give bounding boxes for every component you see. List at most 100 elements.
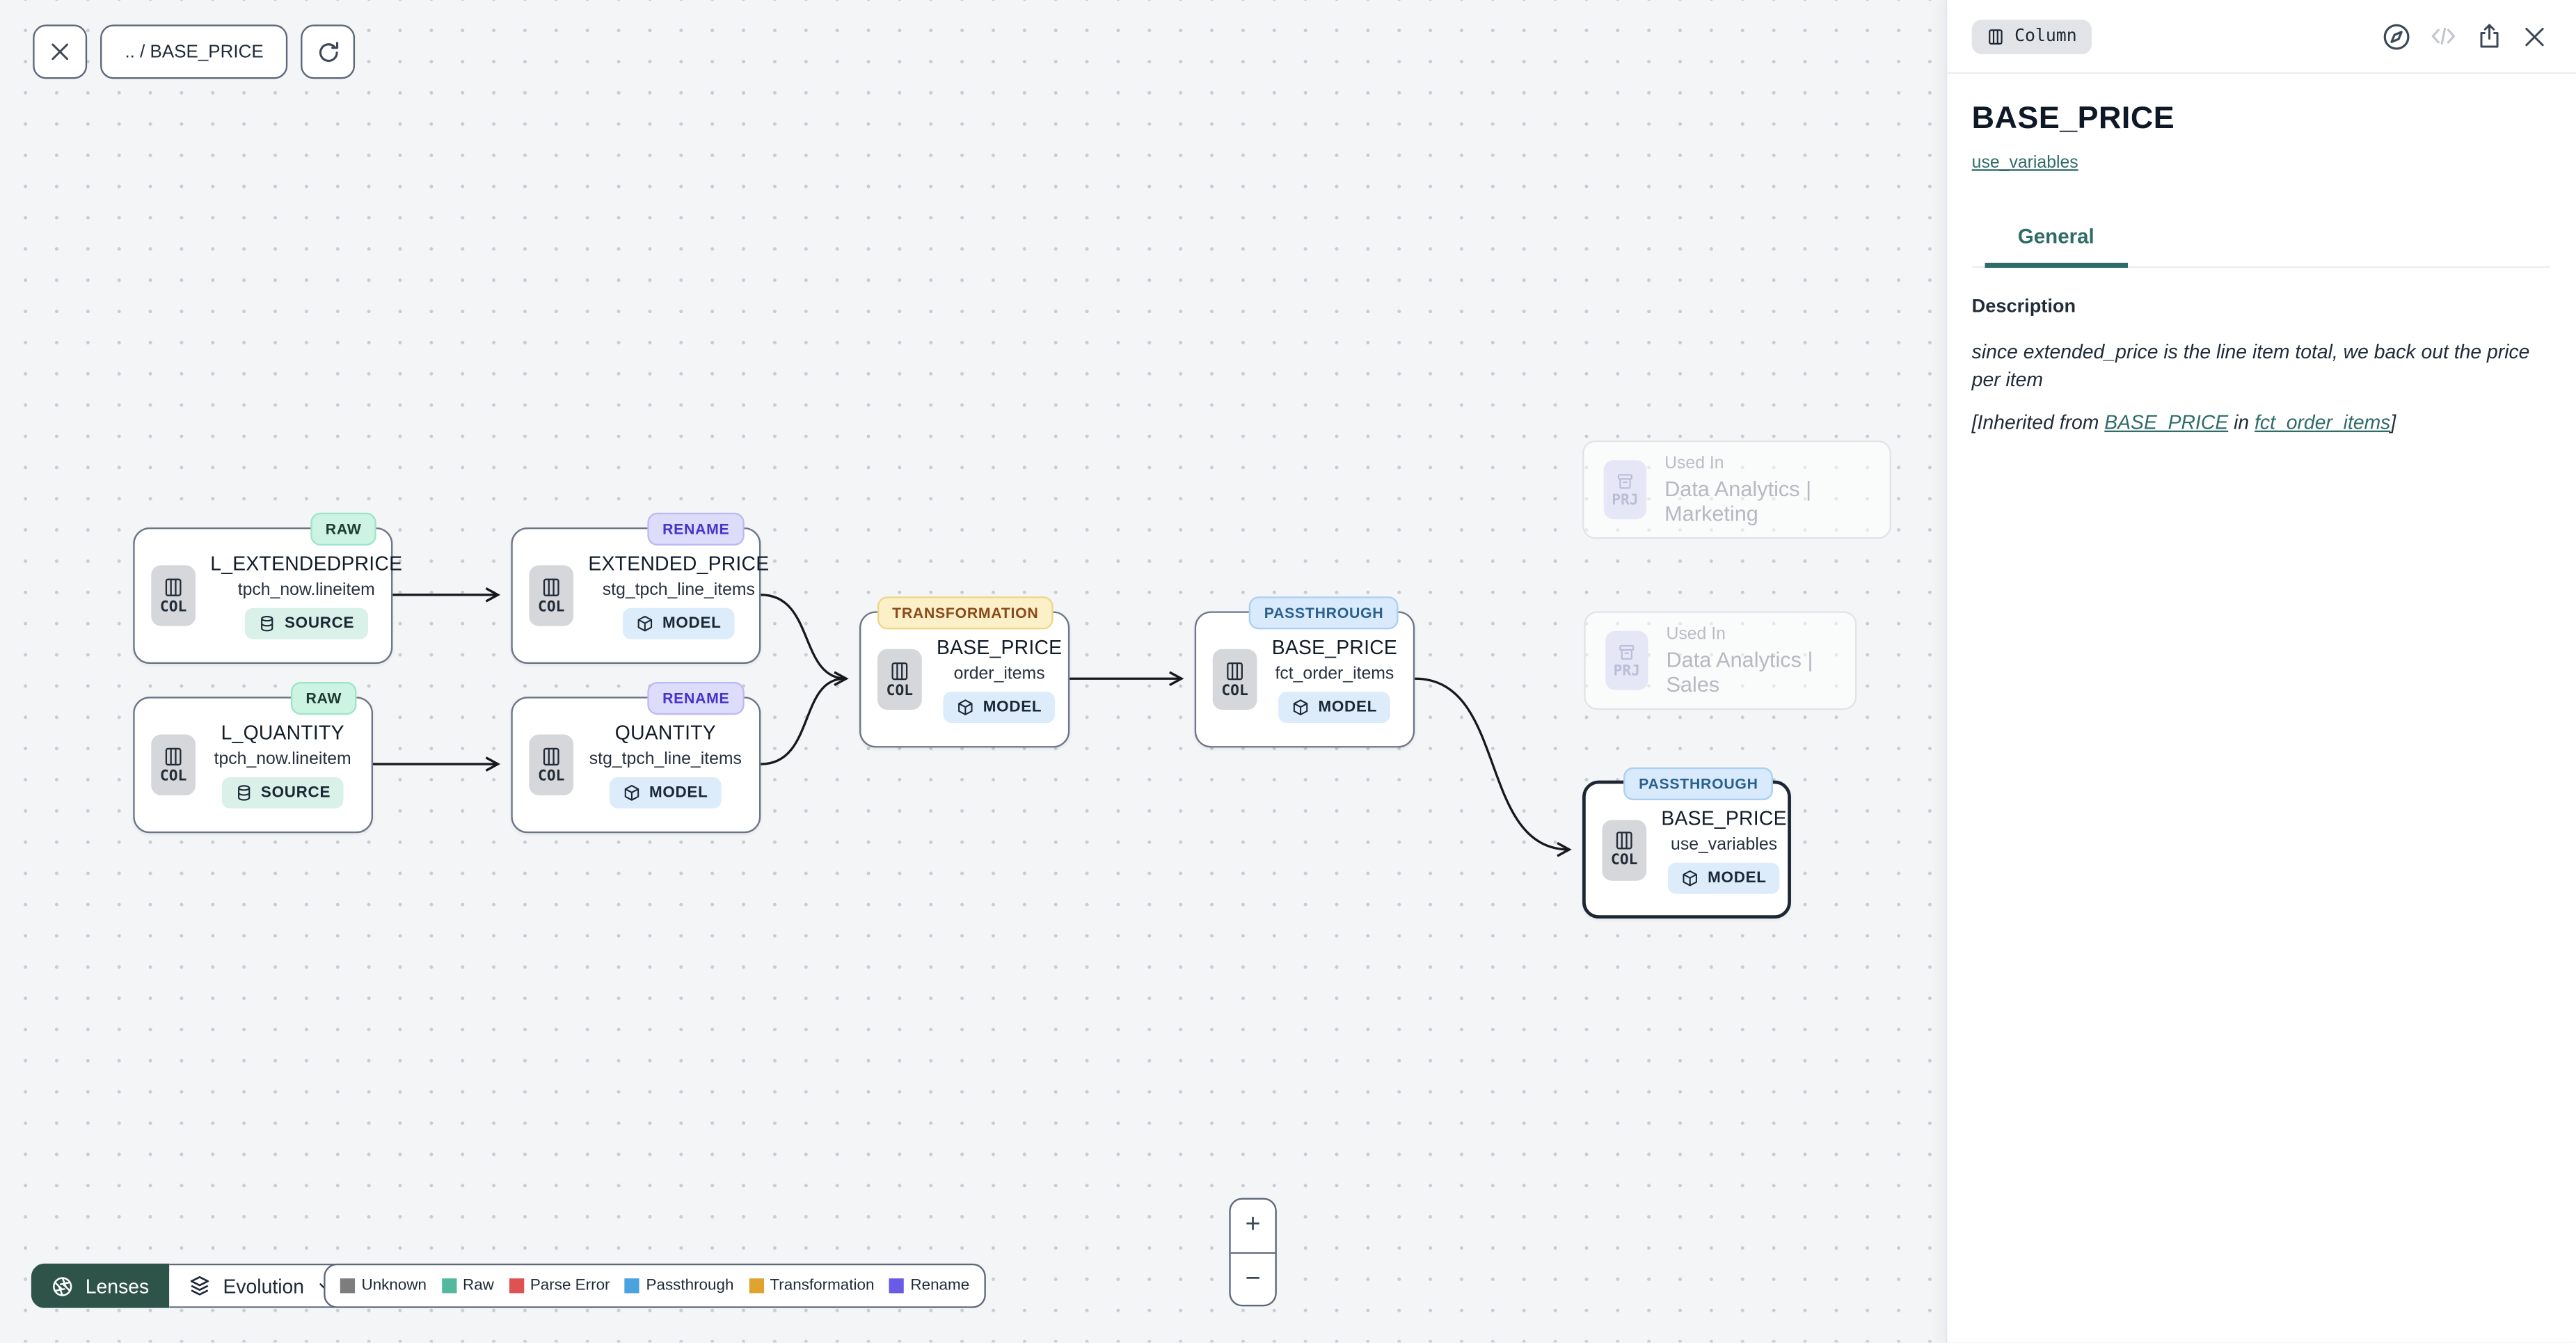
inherited-model-link[interactable]: fct_order_items [2255, 411, 2391, 434]
entity-type-badge: Column [1971, 19, 2092, 54]
node-subtitle: fct_order_items [1275, 664, 1394, 684]
columns-icon [1989, 29, 2003, 44]
inherited-middle: in [2228, 411, 2255, 434]
explore-button[interactable] [2381, 21, 2412, 52]
legend-label: Rename [910, 1276, 970, 1295]
kind-label: COL [1221, 683, 1248, 699]
archive-icon [1619, 644, 1635, 659]
lineage-node-l-quantity[interactable]: RAW COL L_QUANTITY tpch_now.lineitem [133, 681, 374, 834]
code-icon [2431, 27, 2454, 45]
canvas-toolbar: .. / BASE_PRICE [33, 24, 356, 79]
legend-item-transformation: Transformation [748, 1277, 874, 1295]
zoom-controls: + − [1229, 1198, 1277, 1307]
column-kind-box: COL [1212, 649, 1257, 710]
node-subtitle: order_items [953, 664, 1045, 684]
inherited-prefix: [Inherited from [1971, 411, 2105, 434]
kind-label: COL [1611, 852, 1638, 870]
evolution-badge: PASSTHROUGH [1249, 596, 1399, 630]
code-button[interactable] [2427, 21, 2458, 52]
chip-label: MODEL [649, 784, 708, 802]
used-in-card-sales[interactable]: PRJ Used In Data Analytics | Sales [1584, 611, 1857, 710]
legend-item-unknown: Unknown [340, 1277, 427, 1295]
cube-icon [1683, 869, 1698, 886]
database-icon [237, 785, 250, 801]
legend-swatch [509, 1278, 524, 1294]
lens-controls: Lenses Evolution [31, 1263, 356, 1308]
column-kind-box: COL [529, 565, 574, 626]
columns-icon [1616, 832, 1632, 850]
evolution-badge: RAW [291, 681, 357, 715]
close-lineage-button[interactable] [33, 24, 88, 79]
evolution-badge: RENAME [647, 512, 745, 546]
lenses-button[interactable]: Lenses [31, 1263, 169, 1308]
close-icon [2525, 26, 2544, 46]
node-title: BASE_PRICE [1271, 635, 1398, 659]
columns-icon [165, 747, 182, 765]
refresh-button[interactable] [301, 24, 356, 79]
share-icon [2479, 24, 2498, 48]
columns-icon [165, 578, 182, 596]
lens-mode-label: Evolution [223, 1274, 305, 1298]
evolution-badge: RAW [310, 512, 376, 546]
lineage-node-base-price-fct-order-items[interactable]: PASSTHROUGH COL BASE_PRICE fct_order_ite… [1194, 596, 1415, 748]
tab-general[interactable]: General [1985, 225, 2127, 268]
node-subtitle: use_variables [1671, 834, 1778, 854]
legend-swatch [441, 1278, 456, 1294]
legend-label: Raw [462, 1276, 494, 1295]
node-type-chip: MODEL [944, 692, 1056, 724]
used-in-name: Data Analytics | Sales [1666, 647, 1813, 697]
node-type-chip: MODEL [610, 777, 722, 809]
node-title: QUANTITY [614, 721, 716, 745]
lineage-canvas[interactable]: .. / BASE_PRICE RAW COL L_EX [0, 0, 1946, 1343]
column-kind-box: COL [1602, 819, 1647, 880]
lineage-node-l-extendedprice[interactable]: RAW COL L_EXTENDEDPRICE tpch_now.lineite… [133, 512, 402, 665]
panel-title: BASE_PRICE [1971, 102, 2175, 136]
used-in-label: Used In [1664, 453, 1724, 474]
columns-icon [543, 747, 559, 765]
refresh-icon [319, 40, 338, 61]
evolution-badge: RENAME [647, 681, 745, 715]
share-button[interactable] [2473, 21, 2504, 52]
columns-icon [891, 661, 908, 680]
lineage-node-base-price-use-variables[interactable]: PASSTHROUGH COL BASE_PRICE use_variables [1582, 767, 1791, 919]
lenses-label: Lenses [85, 1274, 150, 1298]
project-kind-box: PRJ [1605, 630, 1648, 690]
model-link[interactable]: use_variables [1971, 152, 2078, 173]
node-type-chip: MODEL [1668, 861, 1780, 893]
breadcrumb[interactable]: .. / BASE_PRICE [100, 24, 289, 79]
kind-label: COL [159, 768, 187, 785]
cube-icon [1294, 699, 1308, 715]
cube-icon [958, 699, 973, 715]
node-title: EXTENDED_PRICE [588, 552, 770, 575]
node-type-chip: SOURCE [245, 607, 368, 639]
archive-icon [1617, 473, 1632, 488]
chip-label: MODEL [662, 614, 722, 633]
description-inherited: [Inherited from BASE_PRICE in fct_order_… [1972, 411, 2550, 434]
legend-swatch [889, 1278, 904, 1294]
lineage-node-base-price-order-items[interactable]: TRANSFORMATION COL BASE_PRICE order_item… [859, 596, 1070, 748]
close-icon [51, 43, 68, 61]
node-title: L_QUANTITY [221, 721, 344, 745]
node-type-chip: SOURCE [221, 777, 344, 809]
kind-label: PRJ [1613, 662, 1640, 680]
zoom-out-button[interactable]: − [1230, 1252, 1275, 1305]
lineage-node-extended-price[interactable]: RENAME COL EXTENDED_PRICE stg_tpch_line_… [511, 512, 769, 665]
lineage-node-quantity[interactable]: RENAME COL QUANTITY stg_tpch_line_items [511, 681, 761, 834]
zoom-in-button[interactable]: + [1245, 1211, 1261, 1239]
kind-label: COL [886, 683, 914, 699]
used-in-name: Data Analytics | Marketing [1664, 476, 1812, 526]
legend-label: Passthrough [646, 1276, 734, 1295]
node-subtitle: stg_tpch_line_items [602, 580, 755, 600]
kind-label: COL [538, 768, 565, 785]
cube-icon [624, 785, 639, 801]
legend-label: Unknown [361, 1276, 427, 1295]
used-in-card-marketing[interactable]: PRJ Used In Data Analytics | Marketing [1582, 440, 1891, 539]
node-type-chip: MODEL [623, 607, 735, 639]
used-in-label: Used In [1666, 624, 1726, 644]
close-panel-button[interactable] [2519, 21, 2550, 52]
evolution-legend: Unknown Raw Parse Error Passthrough Tran… [324, 1263, 986, 1308]
column-kind-box: COL [877, 649, 922, 710]
project-kind-box: PRJ [1603, 460, 1647, 520]
inherited-column-link[interactable]: BASE_PRICE [2104, 411, 2229, 434]
node-title: L_EXTENDEDPRICE [210, 552, 403, 575]
